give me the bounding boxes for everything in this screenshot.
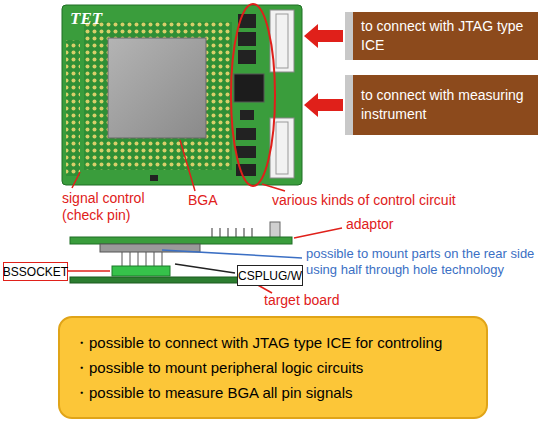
highlight-ellipse [231,4,275,186]
part-label: possible to mount parts on the rear side… [306,246,538,277]
callout-box: to connect with JTAG type ICE [345,12,538,60]
node-text: ・possible to connect with JTAG type ICE … [74,330,472,355]
text-list: ・possible to connect with JTAG type ICE … [74,330,472,405]
node-text: CSPLUG/W [238,269,302,283]
callout-box: to connect with measuring instrument [345,75,538,135]
adaptor-board: TET [62,5,302,185]
node-text: to connect with measuring instrument [361,86,530,124]
part-label: various kinds of control circuit [272,192,540,209]
summary-box: ・possible to connect with JTAG type ICE … [58,316,488,419]
part-label-box: CSPLUG/W [237,265,303,286]
control-circuits [234,10,294,178]
part-label: adaptor [346,216,393,233]
block-arrow [304,93,343,117]
node-text: ・possible to measure BGA all pin signals [74,380,472,405]
node-text: to connect with JTAG type ICE [361,17,530,55]
part-label: BGA [188,192,218,209]
block-arrow [304,24,343,48]
part-label: target board [264,292,340,309]
node-text: ・possible to mount peripheral logic circ… [74,355,472,380]
node-text: BSSOCKET [3,265,68,279]
part-label: signal control (check pin) [62,190,184,224]
part-label-box: BSSOCKET [3,262,68,281]
adaptor-board-top-view [62,5,302,185]
logo-text: TET [70,9,102,29]
